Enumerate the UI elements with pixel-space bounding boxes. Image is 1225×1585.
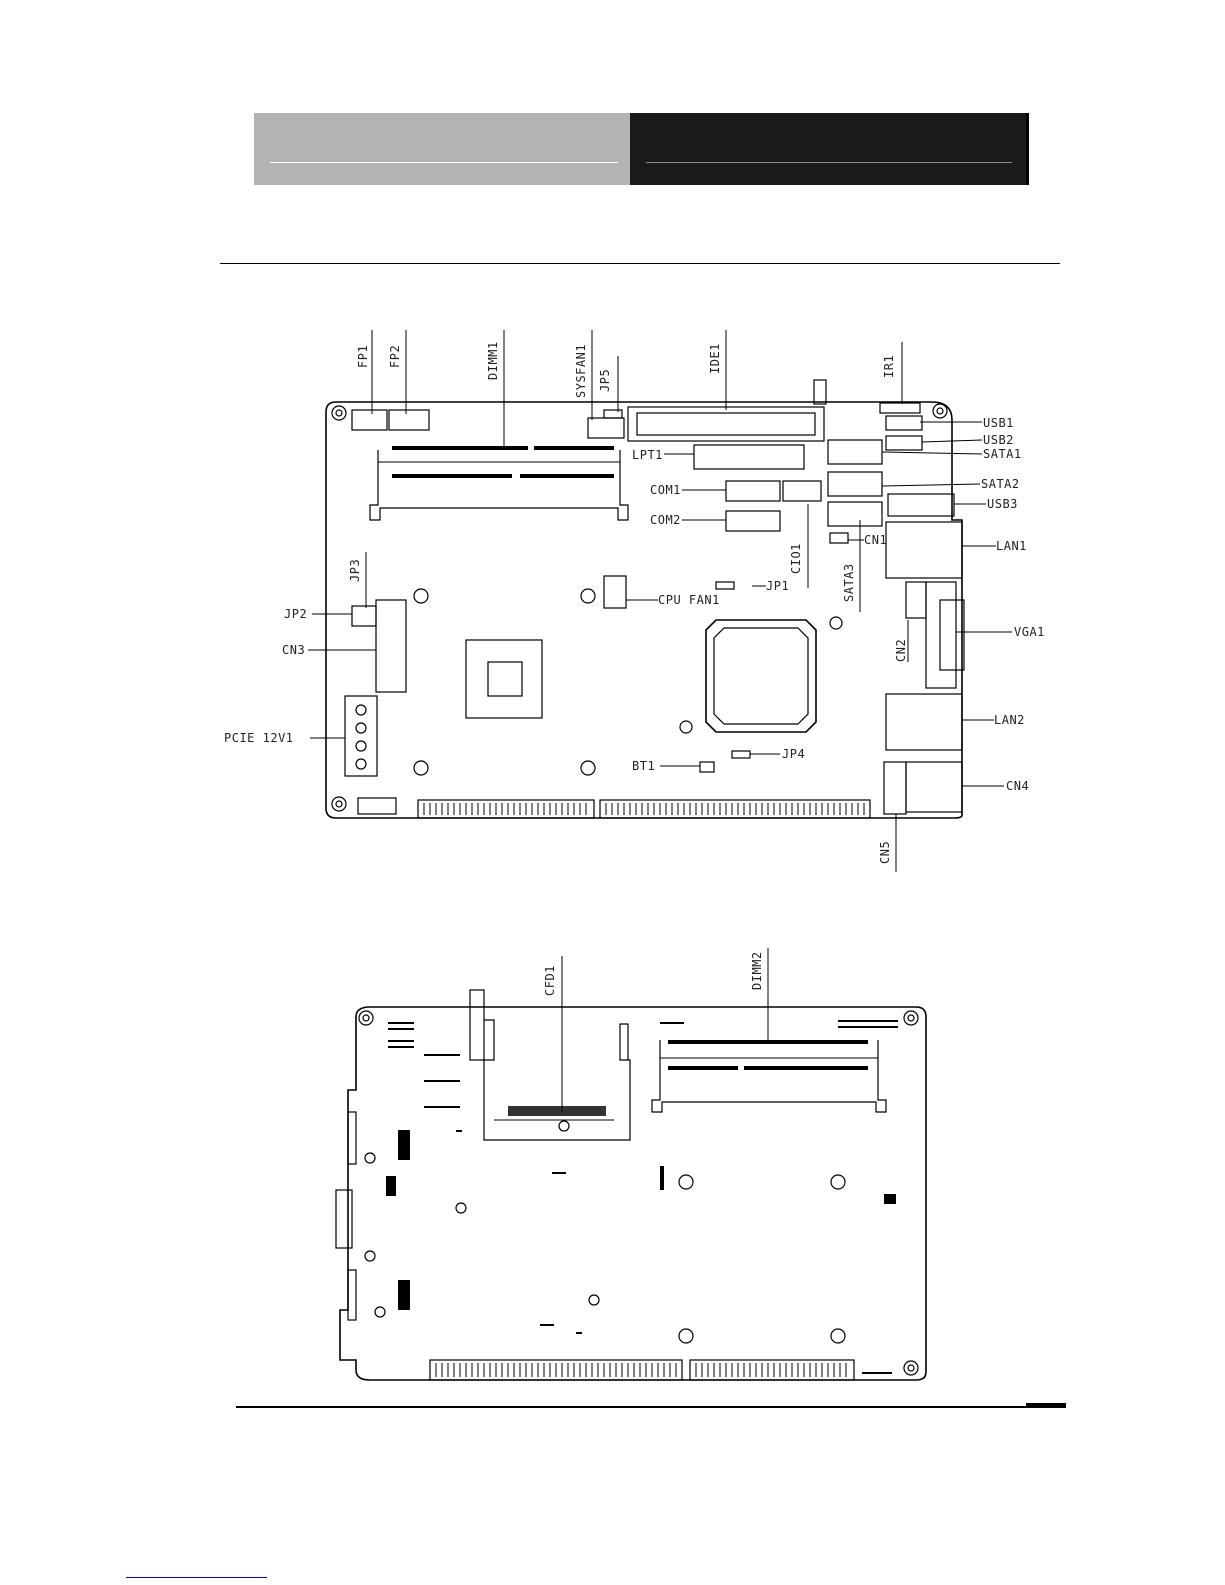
cio1-header: [783, 481, 821, 501]
ide1-connector: [628, 407, 824, 441]
label-vga1: VGA1: [1014, 625, 1045, 639]
cn1-jumper: [830, 533, 848, 543]
bottom-edge-connector-1: [430, 1360, 682, 1380]
bottom-port-1: [348, 1112, 356, 1164]
bottom-port-2: [336, 1190, 352, 1248]
label-lpt1: LPT1: [632, 448, 663, 462]
label-jp5: JP5: [598, 369, 612, 392]
bottom-port-3: [348, 1270, 356, 1320]
label-lan2: LAN2: [994, 713, 1025, 727]
cfd1-socket: [470, 990, 630, 1140]
usb3-connector: [888, 494, 954, 516]
label-com1: COM1: [650, 483, 681, 497]
sata3-connector: [828, 502, 882, 526]
jp2-jumper: [352, 606, 376, 626]
lan1-jack: [886, 522, 962, 578]
usb2-header: [886, 436, 922, 450]
label-sata3: SATA3: [842, 563, 856, 602]
bottom-edge-connector-2: [690, 1360, 854, 1380]
usb1-header: [886, 416, 922, 430]
dimm2-socket: [652, 1040, 886, 1112]
cn2-header: [906, 582, 926, 618]
sata2-connector: [828, 472, 882, 496]
label-sysfan1: SYSFAN1: [574, 344, 588, 398]
label-cio1: CIO1: [789, 543, 803, 574]
label-cn3: CN3: [282, 643, 305, 657]
cpu-fan1-connector: [604, 576, 626, 608]
mounting-holes: [332, 404, 947, 811]
label-com2: COM2: [650, 513, 681, 527]
bt1-battery: [700, 762, 714, 772]
label-jp4: JP4: [782, 747, 805, 761]
bottom-view-board: [336, 990, 926, 1380]
label-cn1: CN1: [864, 533, 887, 547]
jp5-jumper: [604, 410, 622, 418]
edge-connector-1: [418, 800, 594, 818]
pcie-12v1-connector: [345, 696, 377, 776]
label-cn4: CN4: [1006, 779, 1029, 793]
label-pcie-12v1: PCIE 12V1: [224, 731, 294, 745]
label-dimm2: DIMM2: [750, 951, 764, 990]
sata1-connector: [828, 440, 882, 464]
bottom-footprints: [386, 1020, 898, 1374]
bottom-mounting-holes: [359, 1011, 918, 1375]
label-fp2: FP2: [388, 345, 402, 368]
jp1-jumper: [716, 582, 734, 589]
cn5-connector: [884, 762, 906, 814]
lan2-jack: [886, 694, 962, 750]
label-lan1: LAN1: [996, 539, 1027, 553]
label-dimm1: DIMM1: [486, 341, 500, 380]
label-bt1: BT1: [632, 759, 655, 773]
label-jp2: JP2: [284, 607, 307, 621]
com1-header: [726, 481, 780, 501]
cn4-connector: [906, 762, 962, 812]
label-cn5: CN5: [878, 841, 892, 864]
edge-connector-2: [600, 800, 870, 818]
ir1-header: [880, 403, 920, 413]
label-ide1: IDE1: [708, 343, 722, 374]
northbridge-chip: [466, 640, 542, 718]
bottom-divider: [236, 1406, 1066, 1408]
label-fp1: FP1: [356, 345, 370, 368]
vga1-connector: [926, 582, 964, 688]
label-cn2: CN2: [894, 639, 908, 662]
top-view-board: [326, 380, 964, 818]
label-sata2: SATA2: [981, 477, 1020, 491]
label-ir1: IR1: [882, 355, 896, 378]
label-usb1: USB1: [983, 416, 1014, 430]
com2-header: [726, 511, 780, 531]
label-cpu-fan1: CPU FAN1: [658, 593, 720, 607]
fp2-header: [389, 410, 429, 430]
footer-link-underline[interactable]: [126, 1577, 267, 1578]
label-usb3: USB3: [987, 497, 1018, 511]
jp4-jumper: [732, 751, 750, 758]
bottom-view-callout-lines: [562, 948, 768, 1112]
small-header: [358, 798, 396, 814]
label-cfd1: CFD1: [543, 965, 557, 996]
fp1-header: [352, 410, 387, 430]
cn3-connector: [376, 600, 406, 692]
label-sata1: SATA1: [983, 447, 1022, 461]
dimm1-socket: [370, 446, 628, 520]
label-usb2: USB2: [983, 433, 1014, 447]
bottom-view-labels: CFD1 DIMM2: [543, 951, 764, 996]
label-jp3: JP3: [348, 559, 362, 582]
label-jp1: JP1: [766, 579, 789, 593]
lpt1-connector: [694, 445, 804, 469]
cpu-chip: [706, 620, 816, 732]
sysfan1-connector: [588, 418, 624, 438]
